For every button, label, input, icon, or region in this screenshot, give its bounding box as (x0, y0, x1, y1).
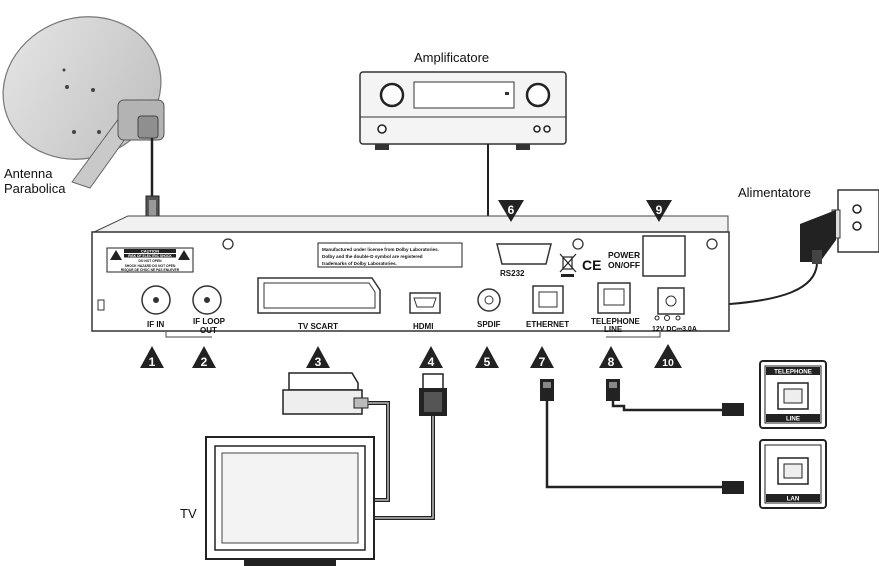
satellite-dish (2, 16, 165, 223)
if-in-label: IF IN (147, 320, 165, 329)
marker-2: 2 (192, 346, 216, 369)
caution-line4: RISQUE DE CHOC NE PAS ENLEVER (121, 268, 180, 272)
hdmi-connector (409, 292, 441, 314)
tv-set (205, 436, 375, 566)
svg-text:9: 9 (656, 203, 663, 217)
caution-title: CAUTION (141, 249, 159, 254)
svg-text:3: 3 (315, 355, 322, 369)
tv-scart-label: TV SCART (298, 322, 338, 331)
marker-6: 6 (498, 200, 524, 222)
marker-9: 9 (646, 200, 672, 222)
svg-text:7: 7 (539, 355, 546, 369)
marker-8: 8 (599, 346, 623, 369)
ethernet-port (532, 285, 564, 314)
marker-5: 5 (475, 346, 499, 369)
dish-label-line2: Parabolica (4, 181, 66, 196)
lan-wall-socket (759, 439, 827, 509)
marker-4: 4 (419, 346, 443, 369)
telephone-wall-socket (759, 360, 827, 429)
marker-3: 3 (306, 346, 330, 369)
marker-1: 1 (140, 346, 164, 369)
dolby-line2: Dolby and the double-D symbol are regist… (322, 254, 423, 259)
if-loop-out-connector (192, 285, 222, 315)
if-loop-out-label-line2: OUT (200, 326, 217, 335)
svg-text:10: 10 (662, 357, 674, 369)
power-label-line2: ON/OFF (608, 260, 640, 270)
svg-text:4: 4 (428, 355, 435, 369)
scart-plug (282, 372, 390, 502)
svg-text:1: 1 (149, 355, 156, 369)
power-label-line1: POWER (608, 250, 640, 260)
tv-label: TV (180, 506, 197, 521)
svg-text:5: 5 (484, 355, 491, 369)
dolby-line1: Manufactured under license from Dolby La… (322, 247, 439, 252)
amplifier-label: Amplificatore (414, 50, 489, 65)
marker-7: 7 (530, 346, 554, 369)
dc-input-jack (654, 287, 685, 321)
caution-label: CAUTION RISK OF ELECTRIC SHOCK DO NOT OP… (106, 247, 194, 273)
ethernet-cable (540, 379, 744, 494)
marker-10: 10 (654, 344, 682, 369)
telephone-line-label-line2: LINE (604, 325, 623, 334)
svg-text:2: 2 (201, 355, 208, 369)
rs232-connector (496, 243, 552, 265)
caution-line3: SHOCK HAZARD DO NOT OPEN (125, 264, 176, 268)
lan-socket-bottom-label: LAN (787, 496, 800, 503)
svg-text:8: 8 (608, 355, 615, 369)
dc-input-label: 12V DC⎓3.0A (652, 326, 697, 333)
power-supply-label: Alimentatore (738, 185, 811, 200)
if-loop-out-label-line1: IF LOOP (193, 317, 226, 326)
hdmi-plug (374, 373, 447, 520)
telephone-socket-bottom-label: LINE (786, 416, 800, 423)
spdif-connector (477, 288, 501, 312)
weee-bin-icon (559, 253, 577, 277)
caution-line2: DO NOT OPEN (138, 259, 162, 263)
svg-text:6: 6 (508, 203, 515, 217)
rs232-label: RS232 (500, 269, 525, 278)
if-in-connector (141, 285, 171, 315)
hdmi-label: HDMI (413, 322, 433, 331)
caution-line1: RISK OF ELECTRIC SHOCK (128, 254, 172, 258)
telephone-socket-top-label: TELEPHONE (774, 369, 812, 376)
dolby-line3: trademarks of Dolby Laboratories. (322, 261, 397, 266)
spdif-label: SPDIF (477, 320, 501, 329)
scart-connector (257, 277, 381, 314)
power-switch (642, 235, 686, 277)
ethernet-label: ETHERNET (526, 320, 569, 329)
ce-mark: CE (582, 257, 601, 273)
telephone-cable (606, 379, 744, 416)
telephone-line-label-line1: TELEPHONE (591, 317, 641, 326)
dish-label-line1: Antenna (4, 166, 53, 181)
dolby-label: Manufactured under license from Dolby La… (317, 242, 463, 268)
power-adapter (690, 189, 879, 311)
telephone-line-port (597, 282, 631, 314)
